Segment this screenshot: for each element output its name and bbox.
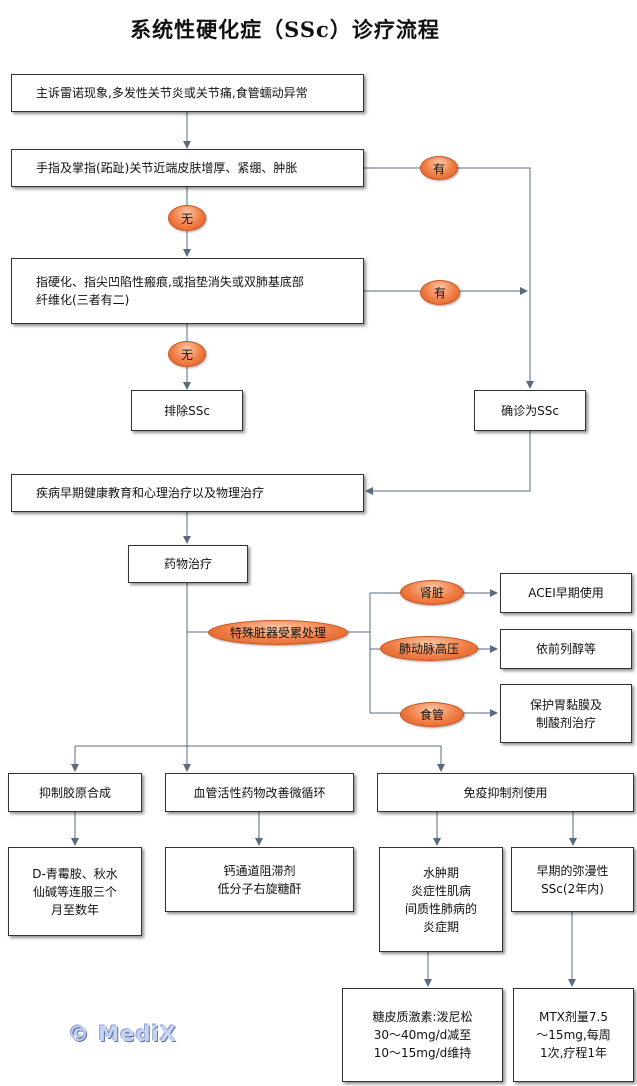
esophagus-label: 食管 xyxy=(400,702,464,727)
penicillamine-box: D-青霉胺、秋水 仙碱等连服三个 月至数年 xyxy=(8,847,142,936)
special-organ-label: 特殊脏器受累处理 xyxy=(208,620,348,645)
education-box: 疾病早期健康教育和心理治疗以及物理治疗 xyxy=(11,474,364,512)
kidney-label: 肾脏 xyxy=(400,580,464,605)
no-label-1: 无 xyxy=(168,205,206,231)
iloprost-text: 依前列醇等 xyxy=(535,642,596,656)
edema-phase-text: 水肿期 炎症性肌病 间质性肺病的 炎症期 xyxy=(404,865,477,934)
ccb-text: 钙通道阻滞剂 低分子右旋糖酐 xyxy=(217,863,302,896)
early-diffuse-text: 早期的弥漫性 SSc(2年内) xyxy=(536,863,609,896)
collagen-box: 抑制胶原合成 xyxy=(8,773,142,812)
steroid-text: 糖皮质激素:泼尼松 30～40mg/d减至 10～15mg/d维持 xyxy=(372,1010,473,1060)
complaint-box: 主诉雷诺现象,多发性关节炎或关节痛,食管蠕动异常 xyxy=(11,74,364,112)
exclude-ssc-text: 排除SSc xyxy=(164,403,210,418)
mtx-box: MTX剂量7.5 ～15mg,每周 1次,疗程1年 xyxy=(513,988,634,1082)
early-diffuse-box: 早期的弥漫性 SSc(2年内) xyxy=(511,847,634,912)
gastric-protect-text: 保护胃黏膜及 制酸剂治疗 xyxy=(529,697,602,730)
skin-thickening-box: 手指及掌指(跖趾)关节近端皮肤增厚、紧绷、肿胀 xyxy=(11,149,364,187)
confirm-ssc-box: 确诊为SSc xyxy=(474,390,586,431)
collagen-text: 抑制胶原合成 xyxy=(38,785,111,800)
confirm-ssc-text: 确诊为SSc xyxy=(501,403,559,418)
drug-therapy-box: 药物治疗 xyxy=(128,545,248,583)
acei-box: ACEI早期使用 xyxy=(500,573,632,613)
gastric-protect-box: 保护胃黏膜及 制酸剂治疗 xyxy=(500,684,632,743)
ccb-box: 钙通道阻滞剂 低分子右旋糖酐 xyxy=(165,847,354,912)
steroid-box: 糖皮质激素:泼尼松 30～40mg/d减至 10～15mg/d维持 xyxy=(342,988,503,1082)
minor-criteria-box: 指硬化、指尖凹陷性瘢痕,或指垫消失或双肺基底部 纤维化(三者有二) xyxy=(11,258,364,324)
edema-phase-box: 水肿期 炎症性肌病 间质性肺病的 炎症期 xyxy=(379,847,503,952)
skin-thickening-text: 手指及掌指(跖趾)关节近端皮肤增厚、紧绷、肿胀 xyxy=(36,161,298,175)
mtx-text: MTX剂量7.5 ～15mg,每周 1次,疗程1年 xyxy=(536,1010,611,1060)
immunosuppressant-text: 免疫抑制剂使用 xyxy=(463,785,548,800)
iloprost-box: 依前列醇等 xyxy=(500,629,632,669)
drug-therapy-text: 药物治疗 xyxy=(163,557,212,571)
immunosuppressant-box: 免疫抑制剂使用 xyxy=(377,773,634,812)
exclude-ssc-box: 排除SSc xyxy=(131,390,243,431)
acei-text: ACEI早期使用 xyxy=(528,586,604,600)
page-title: 系统性硬化症（SSc）诊疗流程 xyxy=(130,17,440,42)
minor-criteria-text: 指硬化、指尖凹陷性瘢痕,或指垫消失或双肺基底部 纤维化(三者有二) xyxy=(36,275,304,307)
complaint-text: 主诉雷诺现象,多发性关节炎或关节痛,食管蠕动异常 xyxy=(36,86,308,100)
penicillamine-text: D-青霉胺、秋水 仙碱等连服三个 月至数年 xyxy=(32,866,118,917)
medix-watermark: © MediX xyxy=(68,1022,177,1046)
vascular-box: 血管活性药物改善微循环 xyxy=(165,773,354,812)
education-text: 疾病早期健康教育和心理治疗以及物理治疗 xyxy=(36,486,265,500)
pah-label: 肺动脉高压 xyxy=(380,636,478,661)
yes-label-1: 有 xyxy=(420,156,458,180)
no-label-2: 无 xyxy=(168,341,206,367)
yes-label-2: 有 xyxy=(420,280,460,305)
vascular-text: 血管活性药物改善微循环 xyxy=(193,785,326,800)
